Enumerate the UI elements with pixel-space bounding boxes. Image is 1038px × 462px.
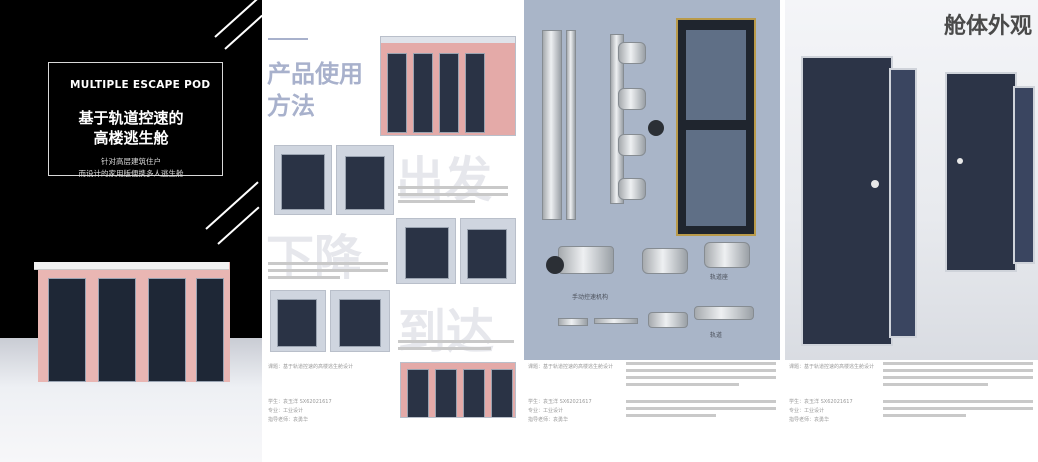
project-caption: 课题：基于轨道控速的高楼逃生舱设计	[528, 364, 614, 370]
heading-line1: 产品使用	[267, 60, 363, 88]
title-chinese-line1: 基于轨道控速的	[78, 109, 184, 127]
subtitle-line2: 而设计的家用版便携多人逃生舱	[78, 169, 184, 178]
roller	[618, 134, 646, 156]
pod-window	[686, 130, 746, 226]
step-text-descend	[268, 262, 388, 283]
title-chinese-line2: 高楼逃生舱	[93, 129, 169, 147]
step-text-depart	[398, 186, 508, 207]
ghost-word-depart: 出发	[396, 152, 493, 208]
roller	[618, 178, 646, 200]
escape-pod-column	[98, 278, 136, 382]
shaft-part	[648, 312, 688, 328]
title-frame	[48, 62, 223, 176]
track-seat-cylinder	[642, 248, 688, 274]
building-roof	[34, 262, 229, 270]
heading-rule	[268, 38, 308, 40]
escape-pod-large	[801, 56, 893, 346]
roller	[618, 88, 646, 110]
description-text-2	[883, 400, 1033, 421]
description-text-2	[626, 400, 776, 421]
heading-line2: 方法	[267, 92, 315, 120]
shaft-part	[558, 318, 588, 326]
major-info: 专业：工业设计	[789, 408, 825, 414]
project-caption: 课题：基于轨道控速的高楼逃生舱设计	[789, 364, 875, 370]
rail-component	[542, 30, 562, 220]
student-info: 学生：袁玉洋 SX62021617	[789, 399, 853, 405]
step-photo-2a	[396, 218, 456, 284]
decor-slash	[214, 0, 261, 38]
rail-component	[566, 30, 576, 220]
decor-slash	[224, 14, 262, 50]
escape-pod-column	[148, 278, 186, 382]
description-text	[626, 362, 776, 390]
major-info: 专业：工业设计	[528, 408, 564, 414]
control-handwheel	[546, 256, 564, 274]
ghost-word-arrive: 到达	[398, 304, 495, 360]
panel-heading: 舱体外观	[943, 14, 1032, 39]
escape-pod-column	[196, 278, 224, 382]
step-photo-1a	[274, 145, 332, 215]
title-english: MULTIPLE ESCAPE POD	[70, 79, 211, 91]
escape-pod-small-door	[1013, 86, 1035, 264]
appearance-panel: 舱体外观 课题：基于轨道控速的高楼逃生舱设计 学生：袁玉洋 SX62021617…	[785, 0, 1038, 462]
subtitle-line1: 针对高层建筑住户	[101, 157, 161, 166]
label-manual-control: 手动控速机构	[572, 294, 609, 301]
step-photo-1b	[336, 145, 394, 215]
handwheel	[648, 120, 664, 136]
student-info: 学生：袁玉洋 SX62021617	[528, 399, 592, 405]
step-photo-3b	[330, 290, 390, 352]
usage-panel: 产品使用 方法 出发 下降 到达 课题：基于轨道控速的高楼逃生舱设计 学生：袁玉…	[264, 0, 520, 462]
description-text	[883, 362, 1033, 390]
label-track-seat: 轨道座	[710, 274, 729, 281]
escape-pod-small	[945, 72, 1017, 272]
bottom-photo	[400, 362, 516, 418]
door-knob	[871, 180, 879, 188]
escape-pod-column	[48, 278, 86, 382]
shaft-part	[594, 318, 638, 324]
step-photo-2b	[460, 218, 516, 284]
step-photo-3a	[270, 290, 326, 352]
escape-pod-door	[889, 68, 917, 338]
shaft-part	[694, 306, 754, 320]
track-seat-cylinder	[704, 242, 750, 268]
mount-plate	[610, 34, 624, 204]
speed-control-mechanism	[558, 246, 614, 274]
roller	[618, 42, 646, 64]
teacher-info: 指导老师：袁勇华	[268, 417, 309, 423]
label-track: 轨道	[710, 332, 723, 339]
pod-window	[686, 30, 746, 120]
step-text-arrive	[398, 340, 514, 354]
student-info: 学生：袁玉洋 SX62021617	[268, 399, 332, 405]
door-knob	[957, 158, 963, 164]
exploded-view-panel: 手动控速机构 轨道座 轨道 课题：基于轨道控速的高楼逃生舱设计 学生：袁玉洋 S…	[524, 0, 780, 462]
teacher-info: 指导老师：袁勇华	[528, 417, 569, 423]
teacher-info: 指导老师：袁勇华	[789, 417, 830, 423]
cover-panel: MULTIPLE ESCAPE POD 基于轨道控速的 高楼逃生舱 针对高层建筑…	[0, 0, 262, 462]
major-info: 专业：工业设计	[268, 408, 304, 414]
building-photo	[380, 36, 516, 136]
project-caption: 课题：基于轨道控速的高楼逃生舱设计	[268, 364, 354, 370]
decor-slash	[205, 181, 259, 230]
